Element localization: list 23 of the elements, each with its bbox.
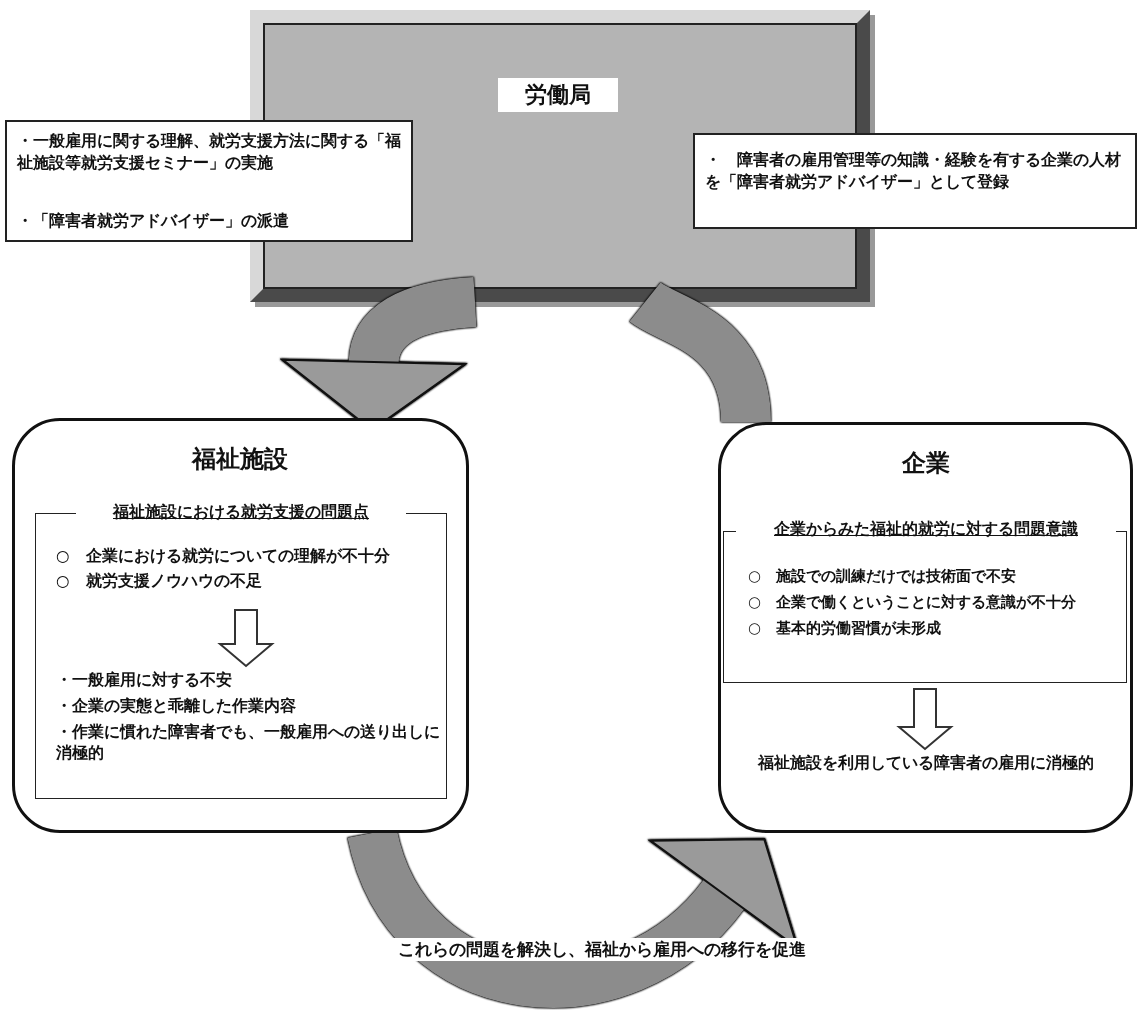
block-arrow: [217, 609, 275, 668]
result-text: 福祉施設を利用している障害者の雇用に消極的: [756, 753, 1095, 774]
box-title: 福祉施設: [190, 444, 289, 475]
bullet-text: ・企業の実態と乖離した作業内容: [56, 696, 297, 717]
bullet-text: ○ 企業で働くということに対する意識が不十分: [748, 592, 1078, 613]
callout-text: ・ 障害者の雇用管理等の知識・経験を有する企業の人材を「障害者就労アドバイザー」として登録: [705, 149, 1122, 193]
callout-text: ・一般雇用に関する理解、就労支援方法に関する「福祉施設等就労支援セミナー」の実施: [17, 130, 402, 174]
panel-title: 労働局: [498, 78, 618, 112]
frame-heading: 福祉施設における就労支援の問題点: [76, 501, 406, 523]
callout-text: ・「障害者就労アドバイザー」の派遣: [17, 210, 290, 232]
bullet-text: ○ 施設での訓練だけでは技術面で不安: [748, 566, 1018, 587]
block-arrow: [896, 688, 954, 751]
callout-box: [5, 120, 413, 242]
box-title: 企業: [901, 448, 951, 479]
bullet-text: ○ 就労支援ノウハウの不足: [56, 571, 263, 592]
bullet-text: ○ 企業における就労についての理解が不十分: [56, 546, 391, 567]
company-box: [718, 422, 1133, 833]
frame-heading: 企業からみた福祉的就労に対する問題意識: [736, 519, 1116, 540]
bullet-text: ○ 基本的労働習慣が未形成: [748, 618, 943, 639]
bullet-text: ・作業に慣れた障害者でも、一般雇用への送り出しに消極的: [56, 722, 441, 764]
callout-box: [693, 133, 1137, 229]
bullet-text: ・一般雇用に対する不安: [56, 670, 233, 691]
facility-box: [12, 418, 469, 833]
